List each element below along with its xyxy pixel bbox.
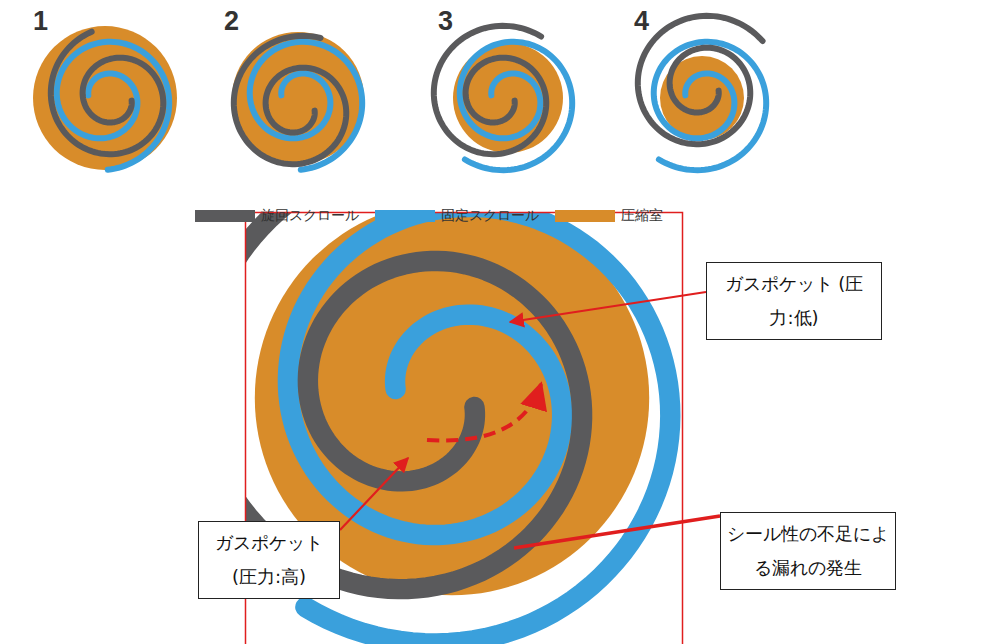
compression-chamber bbox=[33, 26, 177, 170]
orbiting-scroll bbox=[51, 32, 163, 155]
leader-line bbox=[340, 458, 408, 530]
legend-swatch bbox=[195, 210, 255, 222]
orbiting-scroll bbox=[434, 26, 546, 154]
leader-line bbox=[514, 516, 720, 548]
orbiting-scroll bbox=[638, 16, 763, 144]
legend-label: 圧縮室 bbox=[621, 207, 663, 225]
legend-label: 固定スクロール bbox=[441, 207, 539, 225]
orbiting-scroll bbox=[234, 36, 346, 164]
legend-swatch bbox=[555, 210, 615, 222]
stage-number: 2 bbox=[224, 8, 239, 35]
legend-entry: 旋回スクロール bbox=[195, 207, 359, 225]
leader-line bbox=[510, 292, 706, 322]
callout-box: シール性の不足による漏れの発生 bbox=[720, 512, 896, 590]
legend-swatch bbox=[375, 210, 435, 222]
legend-entry: 固定スクロール bbox=[375, 207, 539, 225]
legend-label: 旋回スクロール bbox=[261, 207, 359, 225]
callout-text: シール性の不足による漏れの発生 bbox=[727, 517, 889, 585]
callout-box: ガスポケット (圧力:高) bbox=[198, 521, 340, 599]
callout-text: ガスポケット (圧力:高) bbox=[205, 526, 333, 594]
stage-number: 4 bbox=[634, 8, 649, 35]
callout-box: ガスポケット (圧力:低) bbox=[706, 262, 882, 340]
legend-entry: 圧縮室 bbox=[555, 207, 663, 225]
stage-number: 1 bbox=[33, 8, 48, 35]
scroll-stages bbox=[33, 16, 766, 170]
leak-path bbox=[427, 384, 541, 441]
stage-number: 3 bbox=[438, 8, 453, 35]
callout-text: ガスポケット (圧力:低) bbox=[713, 267, 875, 335]
